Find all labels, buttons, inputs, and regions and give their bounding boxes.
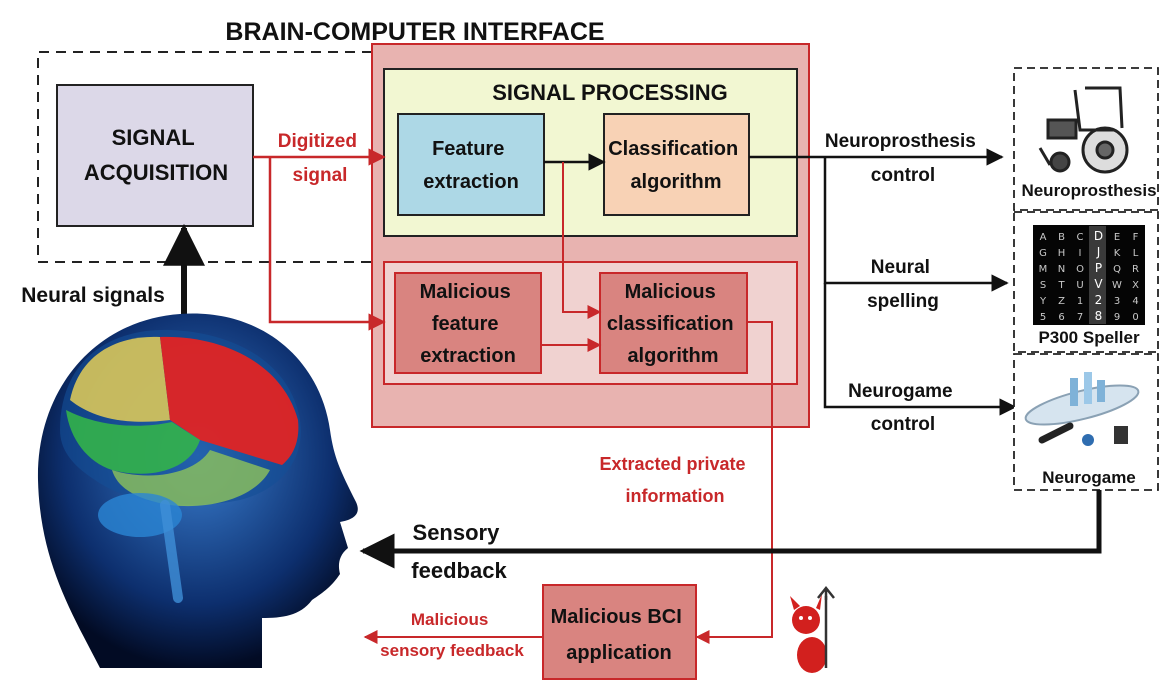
digitized-signal-arrows	[253, 148, 386, 331]
speller-cell: Q	[1113, 264, 1121, 275]
feature-tap-red-arrow	[562, 162, 602, 319]
speller-cell: O	[1076, 264, 1084, 275]
signal-acquisition-box	[56, 84, 254, 227]
speller-cell: W	[1112, 280, 1122, 291]
speller-cell: U	[1076, 280, 1083, 291]
speller-cell: 6	[1058, 312, 1064, 323]
p300-speller-caption: P300 Speller	[1038, 328, 1140, 347]
speller-cell: A	[1040, 232, 1047, 243]
speller-cell: Z	[1058, 296, 1065, 307]
neural-signals-label: Neural signals	[21, 284, 165, 307]
classification-algorithm-box	[603, 113, 750, 216]
speller-cell: J	[1096, 245, 1101, 259]
diagram-title: BRAIN-COMPUTER INTERFACE	[225, 18, 604, 46]
speller-cell: L	[1133, 248, 1139, 259]
speller-cell: 4	[1132, 296, 1138, 307]
speller-cell: 8	[1095, 309, 1103, 323]
speller-cell: I	[1079, 248, 1082, 259]
speller-cell: 3	[1114, 296, 1120, 307]
neurogame-icon	[1024, 372, 1140, 446]
extracted-info-arrow	[695, 321, 773, 644]
speller-cell: S	[1040, 280, 1046, 291]
malicious-classification-algorithm-label: Malicious classification algorithm	[607, 281, 739, 367]
speller-cell: 7	[1077, 312, 1083, 323]
sensory-feedback-arrow	[359, 490, 1102, 569]
speller-cell: 1	[1077, 296, 1083, 307]
speller-cell: 5	[1040, 312, 1046, 323]
speller-cell: B	[1058, 232, 1065, 243]
malicious-feature-extraction-box	[394, 272, 542, 374]
signal-acquisition-label: SIGNAL ACQUISITION	[84, 125, 228, 185]
extracted-info-label: Extracted private information	[599, 454, 750, 506]
head-brain-illustration	[37, 313, 358, 668]
neuroprosthesis-control-label: Neuroprosthesis control	[825, 131, 981, 186]
digitized-signal-label: Digitized signal	[278, 131, 362, 186]
output-arrows	[749, 148, 1017, 416]
neurogame-caption: Neurogame	[1042, 468, 1136, 487]
speller-cell: 2	[1095, 293, 1103, 307]
classification-algorithm-label: Classification algorithm	[608, 138, 744, 193]
speller-cell: E	[1114, 232, 1120, 243]
speller-cell: F	[1133, 232, 1139, 243]
speller-cell: K	[1114, 248, 1121, 259]
signal-processing-label: SIGNAL PROCESSING	[492, 80, 728, 105]
neurogame-control-label: Neurogame control	[848, 381, 958, 435]
malicious-feature-extraction-label: Malicious feature extraction	[420, 281, 517, 367]
speller-cell: D	[1094, 229, 1103, 243]
p300-highlight-column	[1089, 226, 1106, 324]
wheelchair-icon	[1038, 86, 1129, 174]
feature-extraction-box	[397, 113, 545, 216]
speller-cell: P	[1095, 261, 1102, 275]
speller-cell: X	[1132, 280, 1139, 291]
speller-cell: H	[1058, 248, 1066, 259]
feature-extraction-label: Feature extraction	[423, 138, 519, 193]
speller-cell: T	[1057, 280, 1065, 291]
malicious-bci-application-label: Malicious BCI application	[551, 606, 688, 664]
speller-cell: 9	[1114, 312, 1120, 323]
speller-cell: N	[1058, 264, 1065, 275]
sensory-feedback-label: Sensory feedback	[411, 520, 507, 583]
neural-spelling-label: Neural spelling	[867, 257, 939, 312]
speller-cell: Y	[1039, 296, 1047, 307]
speller-cell: 0	[1132, 312, 1138, 323]
malicious-sensory-feedback-label: Malicious sensory feedback	[380, 610, 524, 660]
speller-cell: R	[1132, 264, 1139, 275]
devil-icon	[790, 585, 835, 673]
speller-cell: G	[1039, 248, 1047, 259]
speller-cell: V	[1094, 277, 1103, 291]
neuroprosthesis-caption: Neuroprosthesis	[1021, 181, 1156, 200]
speller-cell: C	[1077, 232, 1084, 243]
speller-cell: M	[1039, 264, 1048, 275]
malicious-bci-application-box	[542, 584, 697, 680]
